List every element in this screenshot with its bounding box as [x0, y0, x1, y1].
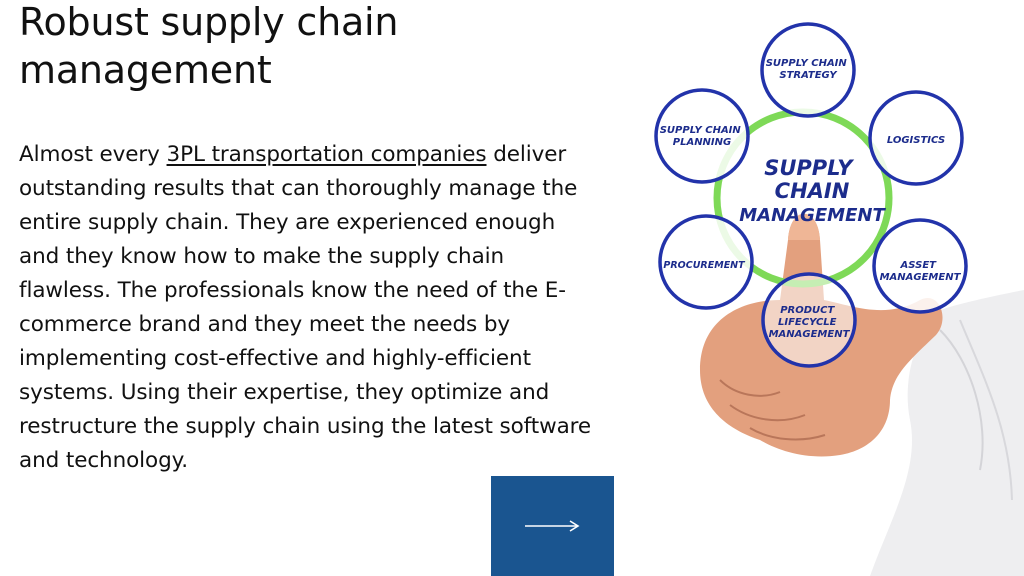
node-planning: SUPPLY CHAIN PLANNING [654, 88, 750, 184]
node-product-line3: MANAGEMENT [769, 329, 851, 340]
center-title: SUPPLY CHAIN MANAGEMENT [739, 156, 886, 226]
node-planning-line1: SUPPLY CHAIN [660, 125, 742, 136]
next-button[interactable] [491, 476, 614, 576]
svg-text:ASSET MANAGEMENT: ASSET MANAGEMENT [880, 260, 962, 283]
svg-text:PRODUCT LIFECYCLE: PRODUCT LIFECYCLE MANAGEMENT [769, 305, 851, 340]
center-line2: CHAIN [775, 179, 850, 203]
node-strategy: SUPPLY CHAIN STRATEGY [760, 22, 856, 118]
paragraph-rest: deliver outstanding results that can tho… [19, 142, 592, 473]
node-product-line2: LIFECYCLE [778, 317, 837, 328]
page-title: Robust supply chain management [19, 0, 399, 92]
arrow-right-icon [524, 520, 580, 532]
node-planning-line2: PLANNING [673, 137, 731, 148]
supply-chain-diagram-photo: SUPPLY CHAIN STRATEGY LOGISTICS ASSET MA… [640, 0, 1024, 576]
node-logistics-line1: LOGISTICS [887, 135, 945, 146]
paragraph-intro: Almost every [19, 142, 167, 167]
node-asset-line1: ASSET [900, 260, 938, 271]
svg-text:SUPPLY CHAIN: SUPPLY CHAIN [764, 156, 860, 203]
node-procurement: PROCUREMENT [658, 214, 754, 310]
node-asset: ASSET MANAGEMENT [872, 218, 968, 314]
node-procurement-line1: PROCUREMENT [663, 260, 746, 271]
node-product: PRODUCT LIFECYCLE MANAGEMENT [761, 272, 857, 368]
center-line1: SUPPLY [764, 156, 854, 180]
node-product-line1: PRODUCT [780, 305, 835, 316]
3pl-companies-link[interactable]: 3PL transportation companies [166, 142, 487, 167]
node-strategy-line2: STRATEGY [779, 70, 838, 81]
center-line3: MANAGEMENT [739, 205, 886, 226]
svg-text:SUPPLY CHAIN PLANNING: SUPPLY CHAIN PLANNING [660, 125, 745, 148]
node-asset-line2: MANAGEMENT [880, 272, 962, 283]
body-paragraph: Almost every 3PL transportation companie… [19, 138, 594, 478]
node-strategy-line1: SUPPLY CHAIN [766, 58, 848, 69]
svg-text:SUPPLY CHAIN STRATEGY: SUPPLY CHAIN STRATEGY [766, 58, 851, 81]
node-logistics: LOGISTICS [868, 90, 964, 186]
